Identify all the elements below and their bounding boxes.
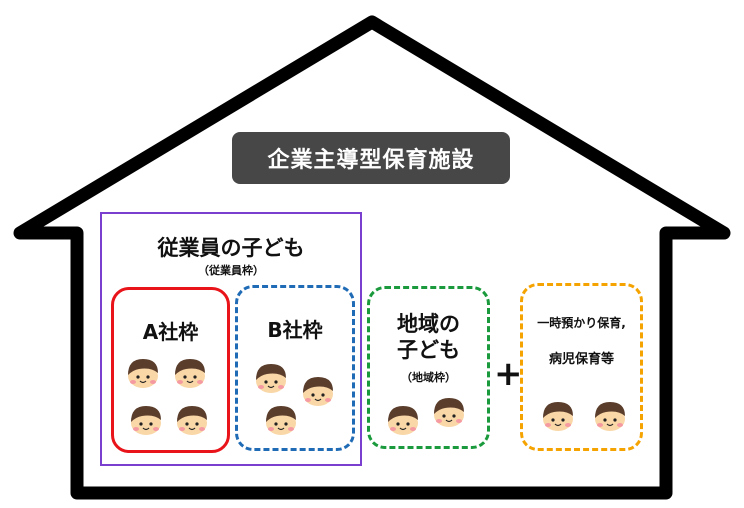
employee-children-title: 従業員の子ども <box>157 236 305 260</box>
facility-title-badge: 企業主導型保育施設 <box>232 132 510 184</box>
employee-quota-label: （従業員枠） <box>198 264 264 277</box>
child-face-icon <box>127 358 159 389</box>
child-face-icon <box>433 397 465 428</box>
child-face-icon <box>130 405 162 436</box>
other-services-box: 一時預かり保育, 病児保育等 <box>520 283 643 451</box>
child-face-icon <box>265 405 297 436</box>
child-face-icon <box>387 405 419 436</box>
company-b-label: B社枠 <box>267 318 323 342</box>
child-face-icon <box>255 363 287 394</box>
community-children-title: 地域の 子ども <box>370 311 487 363</box>
child-face-icon <box>174 358 206 389</box>
child-face-icon <box>302 376 334 407</box>
sick-child-care-label: 病児保育等 <box>548 352 614 367</box>
community-quota-label: （地域枠） <box>401 371 456 384</box>
company-a-label: A社枠 <box>142 320 199 344</box>
company-a-quota-box: A社枠 <box>111 287 230 453</box>
community-title-line1: 地域の <box>397 312 460 336</box>
community-title-line2: 子ども <box>397 338 460 362</box>
employee-children-box: 従業員の子ども （従業員枠） <box>100 212 362 466</box>
child-face-icon <box>594 401 626 432</box>
community-children-box: 地域の 子ども （地域枠） <box>367 286 490 449</box>
company-b-quota-box: B社枠 <box>235 285 355 451</box>
child-face-icon <box>176 405 208 436</box>
temporary-care-label: 一時預かり保育, <box>537 316 626 330</box>
plus-icon: + <box>494 354 523 394</box>
child-face-icon <box>542 401 574 432</box>
